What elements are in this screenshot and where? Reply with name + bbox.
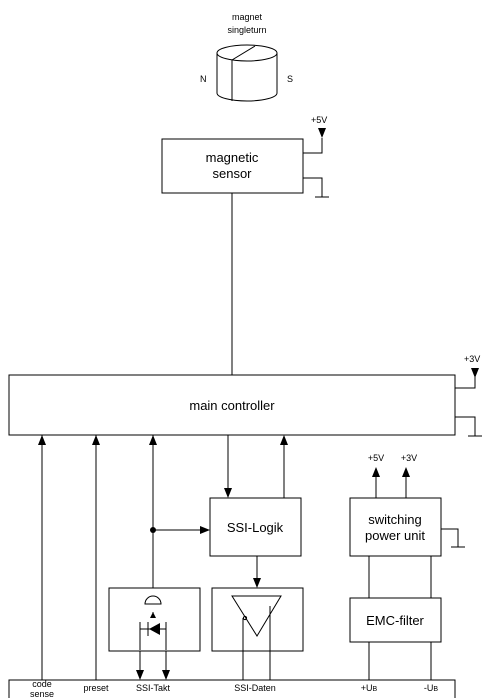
ssi-clock-terminal-lines [139,651,167,670]
ssi-logic-block: SSI-Logik [209,497,302,557]
ssi-logic-label: SSI-Logik [227,520,284,535]
preset-arrow [92,435,100,445]
terminal-strip: code sense preset SSI-Takt SSI-Daten +UB… [8,679,456,698]
main-controller-label: main controller [189,398,275,413]
terminal-code-sense-line2: sense [30,689,54,698]
ssi-clock-receiver-block [108,587,201,652]
magnet-title-line1: magnet [232,12,263,22]
magnet-title-line2: singleturn [227,25,266,35]
terminal-minus-ub-sub: B [433,686,438,693]
power-to-emc-lines [368,556,432,598]
magnetic-sensor-label-line1: magnetic [206,150,259,165]
logic-to-controller-arrow [280,435,288,445]
magnetic-sensor-label-line2: sensor [212,166,252,181]
magnet-cylinder-top [216,44,278,62]
power-out-5v-label: +5V [368,453,384,463]
power-out-3v-arrow [402,467,410,477]
ssi-data-driver-box [211,587,304,652]
code-sense-arrow [38,435,46,445]
terminal-minus-ub: -UB [424,683,439,693]
terminal-preset: preset [83,683,109,693]
power-out-3v-label: +3V [401,453,417,463]
led-leads [139,622,167,650]
phototransistor-icon [144,595,162,605]
main-controller-block: main controller +3V [8,354,482,437]
power-unit-box [349,497,442,557]
power-unit-ground-symbol [441,528,465,548]
controller-to-logic-arrow [224,488,232,498]
magnet-pole-s: S [287,74,293,84]
terminal-plus-ub-sign: +U [361,683,373,693]
power-unit-label-line2: power unit [365,528,425,543]
sensor-supply-line [303,138,323,154]
emc-to-terminal-lines [368,642,432,680]
power-unit-block: switching power unit +5V +3V [349,453,465,557]
controller-ground-symbol [455,416,482,437]
sensor-ground-symbol [303,177,329,198]
magnetic-sensor-box [161,138,304,194]
magnet-pole-n: N [200,74,207,84]
ssi-clock-arrow [149,435,157,445]
terminal-ssi-clock: SSI-Takt [136,683,171,693]
ssi-clock-terminal-arrow-left [136,670,144,680]
light-arrow-icon [150,612,156,618]
terminal-code-sense-line1: code [32,679,52,689]
ssi-data-driver-block [211,587,304,680]
controller-supply-label: +3V [464,354,480,364]
main-controller-box [8,374,456,436]
magnetic-sensor-block: magnetic sensor +5V [161,115,329,198]
emc-filter-label: EMC-filter [366,613,424,628]
emc-filter-block: EMC-filter [349,597,442,643]
power-unit-label-line1: switching [368,512,421,527]
controller-supply-line [455,377,476,389]
ssi-clock-to-logic-arrow [200,526,210,534]
ssi-clock-receiver-box [108,587,201,652]
controller-supply-arrow [471,368,479,378]
magnet: magnet singleturn N S [200,12,293,102]
ssi-data-terminal-lines [242,606,271,680]
ssi-logic-box [209,497,302,557]
ssi-clock-terminal-arrow-right [162,670,170,680]
terminal-ssi-data: SSI-Daten [234,683,276,693]
magnet-cylinder-body [216,53,278,102]
terminal-plus-ub-sub: B [373,686,378,693]
power-unit-output-lines [375,477,407,498]
terminal-minus-ub-sign: -U [424,683,434,693]
power-out-5v-arrow [372,467,380,477]
sensor-supply-label: +5V [311,115,327,125]
emc-filter-box [349,597,442,643]
terminal-strip-box [8,679,456,698]
terminal-plus-ub: +UB [361,683,378,693]
magnet-pole-divider [231,45,256,101]
sensor-supply-arrow [318,128,326,138]
led-diode-icon [149,623,160,635]
logic-to-driver-arrow [253,578,261,588]
